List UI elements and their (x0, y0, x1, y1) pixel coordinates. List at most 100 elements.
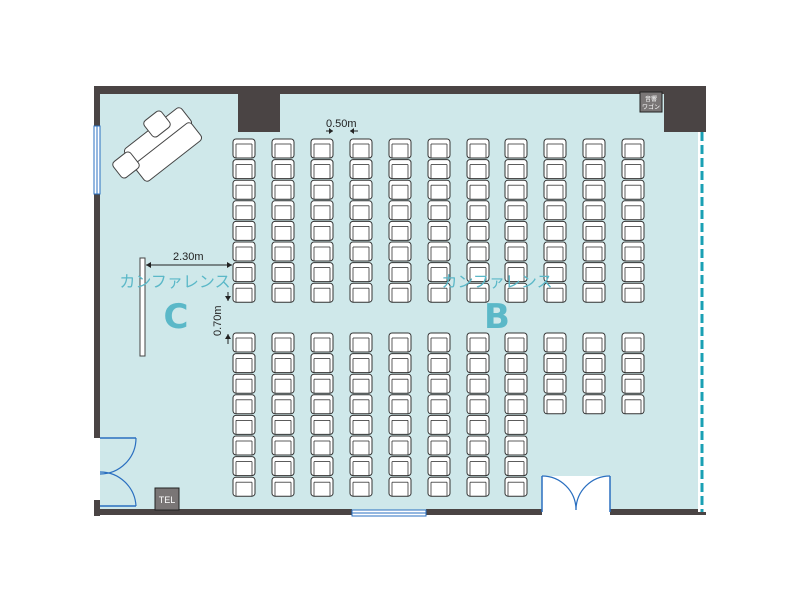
chair (388, 241, 412, 262)
dimension-aisle-label: 0.50m (326, 118, 357, 130)
wall-left-lower (94, 500, 100, 516)
tel-badge: TEL (154, 487, 180, 511)
room-b-letter: B (484, 297, 510, 337)
room-c-letter: C (164, 297, 189, 337)
chair (621, 353, 645, 374)
chair (310, 373, 334, 394)
chair (466, 373, 490, 394)
chair (427, 179, 451, 200)
chair (427, 241, 451, 262)
chair (582, 332, 606, 353)
chair (427, 262, 451, 283)
chair (621, 332, 645, 353)
chair (388, 435, 412, 456)
chair (427, 414, 451, 435)
chair (543, 220, 567, 241)
chair (621, 220, 645, 241)
chair (621, 200, 645, 221)
chair (504, 353, 528, 374)
chair (582, 282, 606, 303)
chair (271, 414, 295, 435)
chair (388, 476, 412, 497)
pillar-left (238, 88, 280, 132)
chair (388, 159, 412, 180)
chair (310, 332, 334, 353)
chair (349, 456, 373, 477)
chair (232, 179, 256, 200)
chair (466, 476, 490, 497)
chair (582, 241, 606, 262)
chair (427, 456, 451, 477)
chair (310, 353, 334, 374)
chair (466, 159, 490, 180)
wall-bottom-mid (426, 509, 542, 515)
chair (271, 220, 295, 241)
dimension-row-gap-label: 0.70m (212, 305, 224, 336)
chair (310, 435, 334, 456)
room-c-name: カンファレンス (119, 272, 230, 291)
chair (232, 456, 256, 477)
wagon-label-line1: 音響 (645, 95, 657, 103)
chair (466, 456, 490, 477)
chair (427, 394, 451, 415)
chair (466, 262, 490, 283)
chair (427, 220, 451, 241)
chair (504, 435, 528, 456)
door-left[interactable] (94, 437, 137, 507)
chair (582, 220, 606, 241)
chair (466, 414, 490, 435)
tel-label: TEL (159, 495, 176, 505)
chair (232, 241, 256, 262)
chair (349, 282, 373, 303)
wall-bottom-right (610, 509, 706, 515)
chair (621, 373, 645, 394)
screen-panel (139, 257, 146, 357)
chair (310, 456, 334, 477)
chair (349, 476, 373, 497)
chair (349, 179, 373, 200)
chair (543, 262, 567, 283)
sofa-set (112, 107, 203, 182)
chair (504, 179, 528, 200)
chair (232, 332, 256, 353)
chair (232, 282, 256, 303)
chair (582, 353, 606, 374)
chair (310, 220, 334, 241)
chair (271, 476, 295, 497)
chair (466, 353, 490, 374)
chair (466, 435, 490, 456)
chair (621, 282, 645, 303)
chair (388, 414, 412, 435)
chair (271, 373, 295, 394)
chair (504, 138, 528, 159)
chair (310, 241, 334, 262)
chair (232, 138, 256, 159)
chair (271, 200, 295, 221)
chair (388, 394, 412, 415)
chair (388, 179, 412, 200)
chair (582, 262, 606, 283)
chair (271, 332, 295, 353)
chair (621, 138, 645, 159)
chair (543, 394, 567, 415)
dimension-screen-label: 2.30m (173, 251, 204, 263)
chair (504, 373, 528, 394)
chair (621, 241, 645, 262)
chair (621, 159, 645, 180)
chair (466, 241, 490, 262)
chair (504, 414, 528, 435)
chair (388, 332, 412, 353)
chair (349, 262, 373, 283)
chair (232, 159, 256, 180)
door-bottom[interactable] (541, 475, 611, 516)
chair (388, 220, 412, 241)
chair (349, 138, 373, 159)
chair (504, 332, 528, 353)
chair (232, 353, 256, 374)
chair (232, 262, 256, 283)
chair (543, 373, 567, 394)
chair (427, 159, 451, 180)
chair (582, 394, 606, 415)
chair (543, 159, 567, 180)
chair (388, 282, 412, 303)
